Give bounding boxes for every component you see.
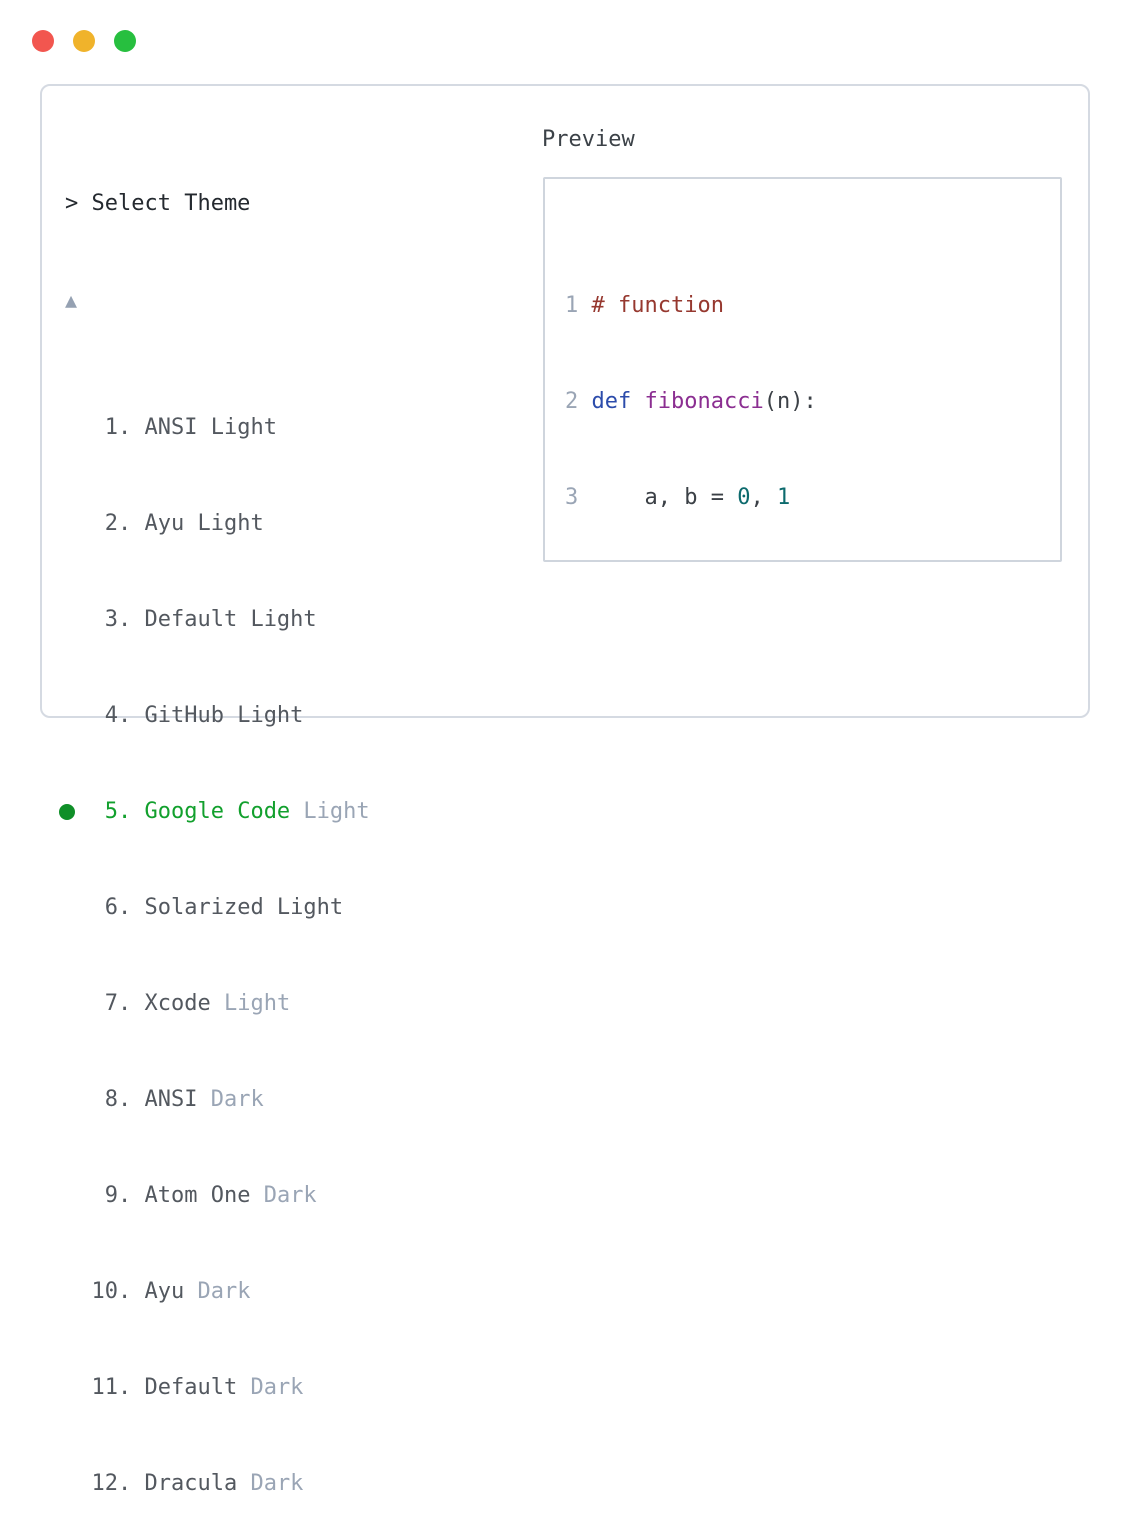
select-theme-prompt: > Select Theme	[65, 191, 251, 216]
item-number: 1.	[65, 415, 145, 440]
item-variant: Light	[290, 799, 370, 824]
item-variant: Light	[210, 991, 291, 1016]
item-number: 9.	[65, 1183, 145, 1208]
theme-item-ayu-dark[interactable]: 10. Ayu Dark	[65, 1276, 846, 1308]
item-label: Ayu Light	[144, 511, 264, 536]
close-window-icon[interactable]	[32, 30, 54, 52]
item-number: 5.	[65, 799, 145, 824]
scroll-up-icon[interactable]: ▲	[65, 288, 78, 312]
theme-item-ansi-light[interactable]: 1. ANSI Light	[65, 412, 846, 444]
item-variant: Dark	[184, 1279, 251, 1304]
code-line: 3 a, b = 0, 1	[565, 485, 791, 510]
item-number: 4.	[65, 703, 145, 728]
zoom-window-icon[interactable]	[114, 30, 136, 52]
selected-indicator-dot	[59, 804, 75, 820]
item-number: 8.	[65, 1087, 145, 1112]
item-label: Google Code	[144, 799, 291, 824]
item-variant: Dark	[250, 1183, 317, 1208]
code-line: 2 def fibonacci(n):	[565, 389, 817, 414]
preview-pane: 1 # function 2 def fibonacci(n): 3 a, b …	[543, 177, 1062, 562]
item-variant: Dark	[197, 1087, 264, 1112]
item-label: Default	[144, 1375, 238, 1400]
item-variant: Dark	[237, 1471, 304, 1496]
theme-item-ayu-light[interactable]: 2. Ayu Light	[65, 508, 846, 540]
item-label: Xcode	[144, 991, 211, 1016]
theme-item-solarized-light[interactable]: 6. Solarized Light	[65, 892, 846, 924]
item-label: Ayu	[144, 1279, 185, 1304]
theme-item-google-code-light[interactable]: 5. Google Code Light	[59, 796, 846, 828]
item-number: 11.	[65, 1375, 145, 1400]
item-number: 12.	[65, 1471, 145, 1496]
item-number: 2.	[65, 511, 145, 536]
theme-item-ansi-dark[interactable]: 8. ANSI Dark	[65, 1084, 846, 1116]
item-number: 3.	[65, 607, 145, 632]
item-label: ANSI	[144, 1087, 198, 1112]
preview-heading: Preview	[542, 127, 635, 152]
theme-item-default-dark[interactable]: 11. Default Dark	[65, 1372, 846, 1404]
theme-item-github-light[interactable]: 4. GitHub Light	[65, 700, 846, 732]
item-label: Dracula	[144, 1471, 238, 1496]
theme-item-xcode-light[interactable]: 7. Xcode Light	[65, 988, 846, 1020]
item-label: Atom One	[144, 1183, 251, 1208]
code-line: 1 # function	[565, 293, 724, 318]
item-number: 10.	[65, 1279, 145, 1304]
code-sample: 1 # function 2 def fibonacci(n): 3 a, b …	[545, 179, 1060, 560]
item-label: Solarized Light	[144, 895, 344, 920]
theme-selector-window: > Select Theme ▲ 1. ANSI Light 2. Ayu Li…	[40, 84, 1090, 1496]
item-label: GitHub Light	[144, 703, 304, 728]
item-variant: Dark	[237, 1375, 304, 1400]
window-controls	[32, 30, 136, 52]
theme-item-default-light[interactable]: 3. Default Light	[65, 604, 846, 636]
minimize-window-icon[interactable]	[73, 30, 95, 52]
theme-item-atom-one-dark[interactable]: 9. Atom One Dark	[65, 1180, 846, 1212]
theme-item-dracula-dark[interactable]: 12. Dracula Dark	[65, 1468, 846, 1500]
item-number: 7.	[65, 991, 145, 1016]
item-label: ANSI Light	[144, 415, 277, 440]
item-number: 6.	[65, 895, 145, 920]
item-label: Default Light	[144, 607, 317, 632]
